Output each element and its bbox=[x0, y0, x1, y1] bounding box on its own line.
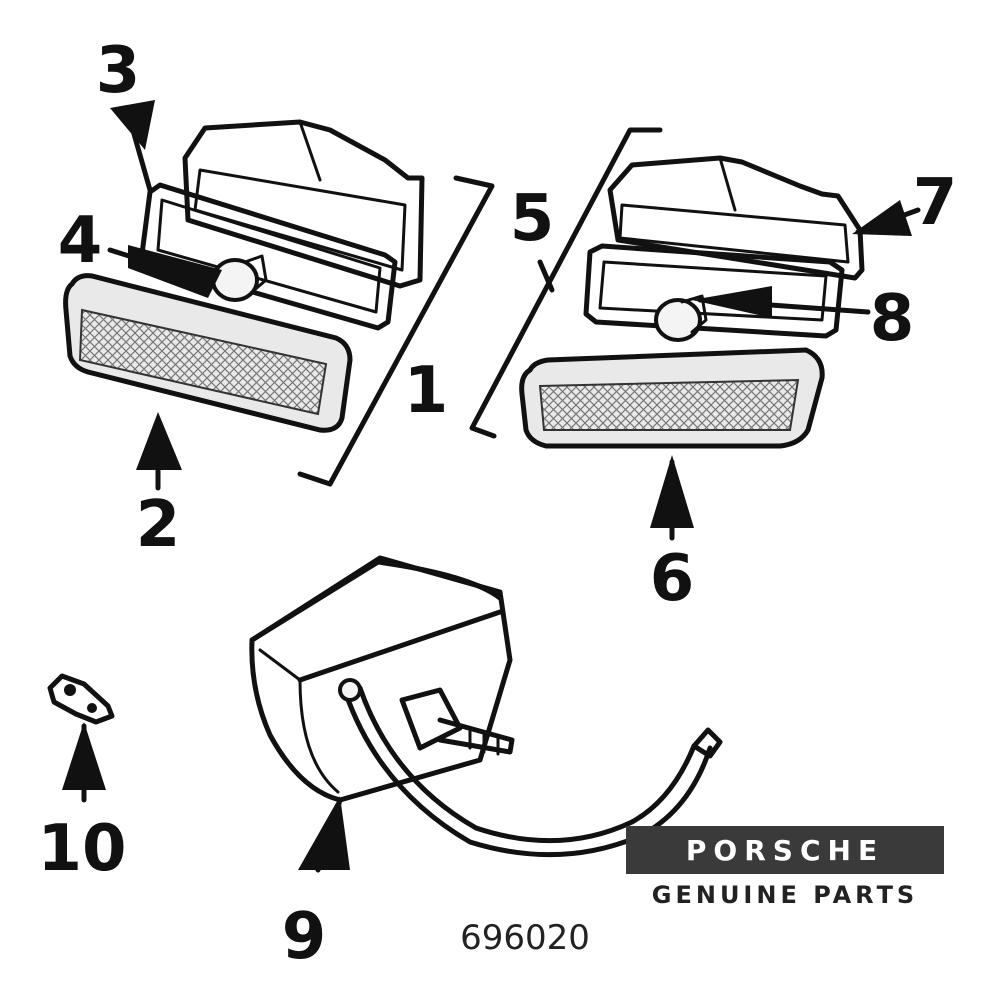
cable bbox=[338, 678, 723, 858]
left-lens bbox=[63, 273, 353, 433]
porsche-genuine-parts-logo: PORSCHE GENUINE PARTS bbox=[626, 826, 944, 916]
callout-9: 9 bbox=[282, 900, 327, 974]
arrow-3 bbox=[110, 100, 155, 193]
callout-labels: 3 4 2 1 5 6 7 8 9 10 bbox=[37, 34, 957, 974]
arrow-5 bbox=[537, 259, 555, 293]
logo-brand: PORSCHE bbox=[626, 826, 944, 874]
left-turn-signal-assembly bbox=[63, 119, 495, 487]
arrow-2 bbox=[136, 412, 182, 491]
logo-tagline: GENUINE PARTS bbox=[651, 881, 919, 909]
arrow-9 bbox=[298, 796, 350, 873]
arrow-6 bbox=[650, 455, 694, 541]
callout-1: 1 bbox=[404, 354, 449, 428]
callout-3: 3 bbox=[96, 34, 141, 108]
arrow-4 bbox=[107, 245, 222, 298]
callout-4: 4 bbox=[58, 204, 103, 278]
small-fitting bbox=[47, 673, 115, 725]
callout-6: 6 bbox=[650, 542, 695, 616]
connector-plug bbox=[399, 687, 515, 756]
right-lens bbox=[519, 347, 825, 449]
right-bulb bbox=[654, 294, 708, 342]
arrow-10 bbox=[62, 722, 106, 803]
arrow-7 bbox=[852, 200, 921, 236]
right-turn-signal-assembly bbox=[469, 127, 865, 449]
right-gasket bbox=[583, 243, 845, 339]
callout-7: 7 bbox=[913, 166, 958, 240]
left-bracket-line bbox=[297, 175, 495, 487]
callout-arrows bbox=[62, 100, 921, 873]
callout-5: 5 bbox=[510, 182, 555, 256]
right-housing bbox=[607, 155, 865, 281]
right-bracket-line bbox=[469, 127, 663, 439]
callout-2: 2 bbox=[136, 488, 181, 562]
callout-8: 8 bbox=[870, 282, 915, 356]
arrow-8 bbox=[692, 286, 871, 318]
reference-number: 696020 bbox=[460, 918, 590, 958]
callout-10: 10 bbox=[37, 812, 126, 886]
